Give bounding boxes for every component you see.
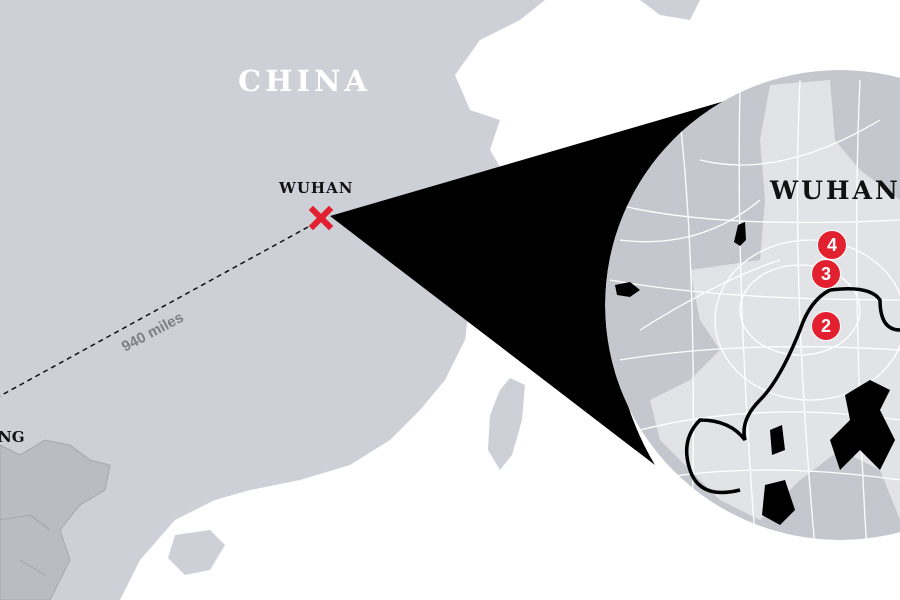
distance-line bbox=[0, 226, 309, 397]
neighbor-country bbox=[0, 439, 111, 600]
lake bbox=[770, 425, 785, 455]
lake bbox=[762, 480, 795, 525]
wuhan-inset bbox=[605, 70, 900, 540]
taiwan bbox=[488, 378, 525, 470]
city-label: WUHAN bbox=[279, 179, 354, 197]
site-marker-2[interactable]: 2 bbox=[811, 311, 841, 341]
lake bbox=[830, 380, 895, 470]
wuhan-marker-icon[interactable] bbox=[308, 205, 334, 231]
site-marker-4[interactable]: 4 bbox=[817, 230, 847, 260]
urban-area bbox=[650, 80, 900, 520]
zoom-cone bbox=[330, 98, 735, 465]
border-line bbox=[0, 514, 51, 576]
hainan bbox=[168, 530, 225, 575]
site-marker-3[interactable]: 3 bbox=[811, 259, 841, 289]
site-marker-number: 2 bbox=[820, 316, 831, 336]
partial-city-label: NG bbox=[0, 428, 25, 446]
china-land bbox=[0, 0, 545, 600]
lake bbox=[734, 222, 746, 246]
inset-city-label: WUHAN bbox=[770, 176, 900, 205]
site-marker-number: 4 bbox=[826, 235, 837, 255]
lake bbox=[615, 282, 640, 297]
yangtze-river bbox=[684, 287, 900, 495]
country-label: CHINA bbox=[238, 64, 372, 98]
road-network bbox=[605, 79, 900, 540]
site-marker-number: 3 bbox=[820, 264, 831, 284]
korea-land bbox=[640, 0, 700, 20]
